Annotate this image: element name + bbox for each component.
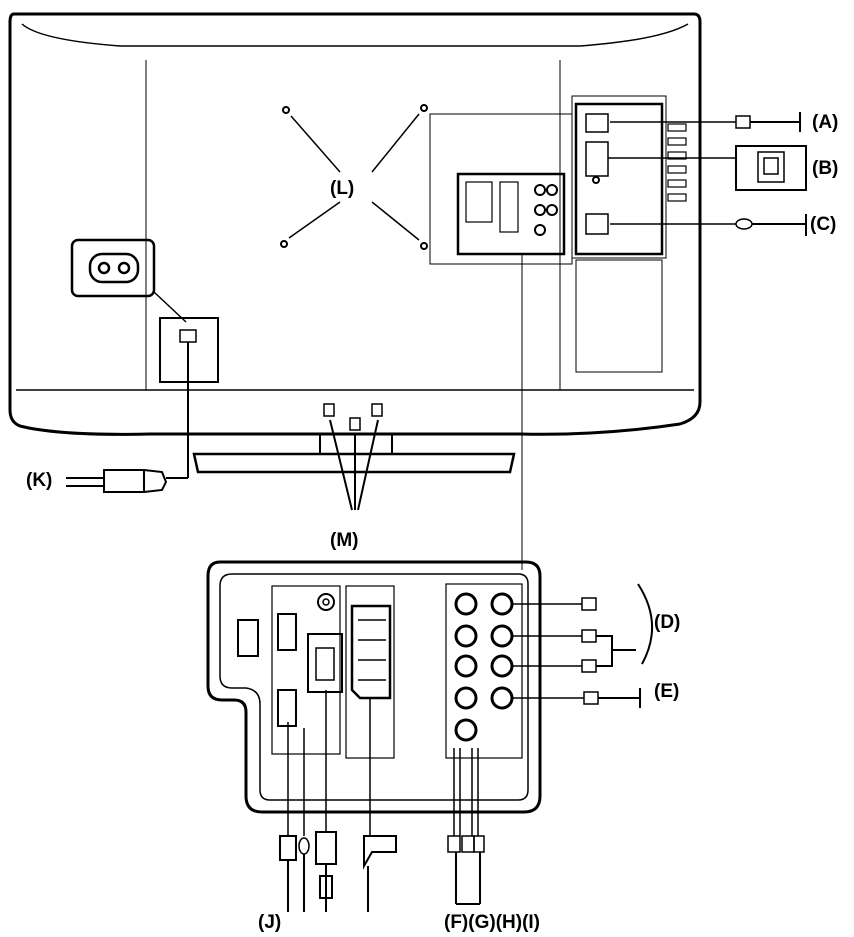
rear-connector-panel (429, 113, 573, 570)
label-b: (B) (812, 158, 838, 179)
rear-panel-zoom (206, 560, 542, 814)
tv-stand (192, 403, 516, 511)
label-k: (K) (26, 470, 52, 491)
ac-inlet-zoom-box (70, 238, 156, 298)
cable-e (512, 688, 641, 708)
callout-labels: (A) (B) (C) (L) (K) (M) (D) (E) (J) (F)(… (26, 112, 838, 933)
label-m: (M) (330, 530, 358, 551)
cables-fghi (447, 748, 485, 905)
label-fghi: (F)(G)(H)(I) (444, 912, 540, 933)
ci-module-b (608, 145, 807, 191)
cables-d (512, 583, 653, 673)
stand-screw-left (323, 403, 335, 417)
label-l: (L) (330, 178, 354, 199)
mount-screw-top-right (420, 104, 428, 112)
label-c: (C) (810, 214, 836, 235)
power-cord (66, 469, 168, 493)
mount-screw-bottom-left (280, 240, 288, 248)
mount-screw-top-left (282, 106, 290, 114)
stand-screw-center (349, 417, 361, 431)
mount-screw-bottom-right (420, 242, 428, 250)
side-connector-panel (571, 95, 687, 373)
label-a: (A) (812, 112, 838, 133)
cables-j (279, 690, 397, 912)
stand-screw-right (371, 403, 383, 417)
label-j: (J) (258, 912, 281, 933)
wall-mount-screws (280, 104, 428, 250)
label-e: (E) (654, 681, 679, 702)
cable-a (610, 112, 801, 132)
tv-rear-panel (8, 12, 702, 436)
label-d: (D) (654, 612, 680, 633)
ac-inlet (70, 238, 219, 479)
cable-c (610, 214, 807, 236)
